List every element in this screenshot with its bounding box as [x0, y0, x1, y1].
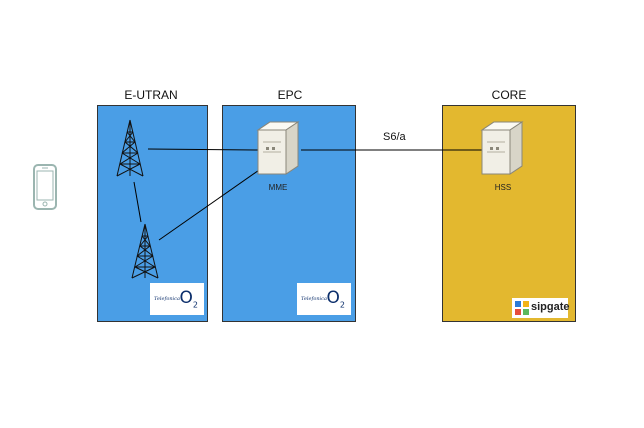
smartphone-icon [33, 164, 57, 210]
o2-logo: Telefonica O2 [150, 283, 204, 315]
edge-label-s6a: S6/a [383, 131, 406, 143]
sipgate-logo: sipgate [512, 298, 570, 318]
link-tower2-mme [158, 167, 263, 241]
zone-title-epc: EPC [277, 88, 303, 102]
sipgate-wordmark: sipgate [531, 301, 570, 313]
link-tower1-tower2 [133, 181, 142, 223]
link-tower1-mme [147, 148, 261, 151]
telefonica-wordmark: Telefonica [301, 296, 327, 302]
node-label-mme: MME [268, 183, 288, 192]
server-icon [256, 121, 300, 175]
server-icon [480, 121, 524, 175]
zone-title-core: CORE [491, 88, 527, 102]
zone-title-eutran: E-UTRAN [124, 88, 178, 102]
telefonica-wordmark: Telefonica [154, 296, 180, 302]
node-label-hss: HSS [494, 183, 512, 192]
cell-tower-icon [116, 119, 144, 177]
o2-logo: Telefonica O2 [297, 283, 351, 315]
sipgate-icon [515, 301, 529, 315]
cell-tower-icon [131, 223, 159, 279]
